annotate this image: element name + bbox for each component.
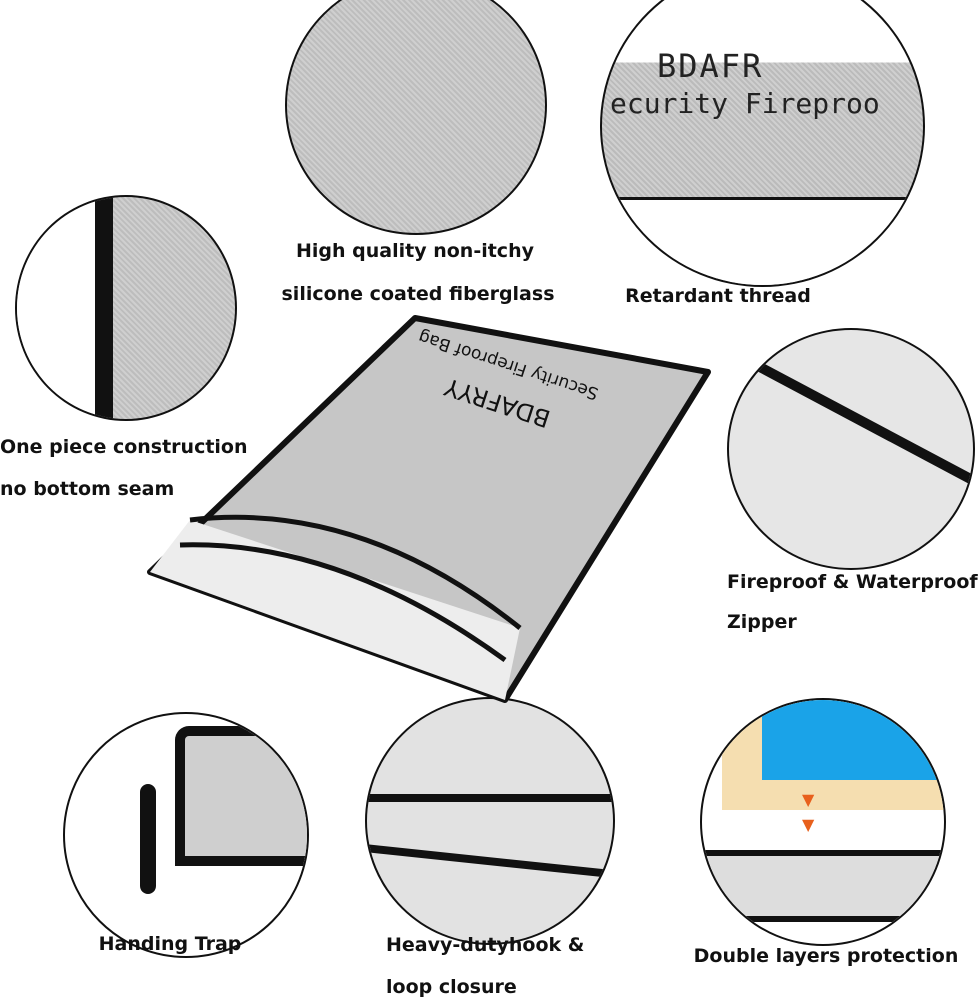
arrow-down-icon: ▼ <box>802 790 815 809</box>
construction-closeup <box>15 195 237 421</box>
bag-zipper <box>189 514 522 630</box>
thread-label: Retardant thread <box>625 285 811 307</box>
closure-label-1: Heavy-dutyhook & <box>386 934 585 956</box>
zipper-line <box>367 794 613 802</box>
zipper-pull-icon <box>140 784 156 894</box>
fiberglass-label-2: silicone coated fiberglass <box>281 283 555 305</box>
closure-closeup <box>365 697 615 945</box>
thread-closeup: BDAFR ecurity Fireproo <box>600 0 925 287</box>
bag-layers <box>702 850 944 922</box>
zipper-closeup <box>727 328 975 570</box>
construction-label-1: One piece construction <box>0 436 248 458</box>
bag-corner <box>175 726 307 866</box>
white-bg <box>17 197 95 419</box>
closure-label-2: loop closure <box>386 976 517 998</box>
construction-label-2: no bottom seam <box>0 478 175 500</box>
zipper-label-2: Zipper <box>727 611 797 633</box>
bag-pocket <box>150 520 520 700</box>
thread-white-edge <box>602 197 923 285</box>
layers-label: Double layers protection <box>693 945 959 967</box>
trap-label: Handing Trap <box>98 933 242 955</box>
fiberglass-label-1: High quality non-itchy <box>296 240 534 262</box>
thread-text-line2: ecurity Fireproo <box>610 87 880 120</box>
zipper-label-1: Fireproof & Waterproof <box>727 571 978 593</box>
arrow-down-icon: ▼ <box>802 815 815 834</box>
thread-text-line1: BDAFR <box>657 47 764 85</box>
layer-blue <box>762 700 944 780</box>
layers-closeup: ▼ ▼ <box>700 698 946 946</box>
trap-closeup <box>63 712 309 958</box>
bag-zipper-inner <box>179 542 507 663</box>
fiberglass-closeup <box>285 0 547 235</box>
seam-binding <box>95 197 113 419</box>
